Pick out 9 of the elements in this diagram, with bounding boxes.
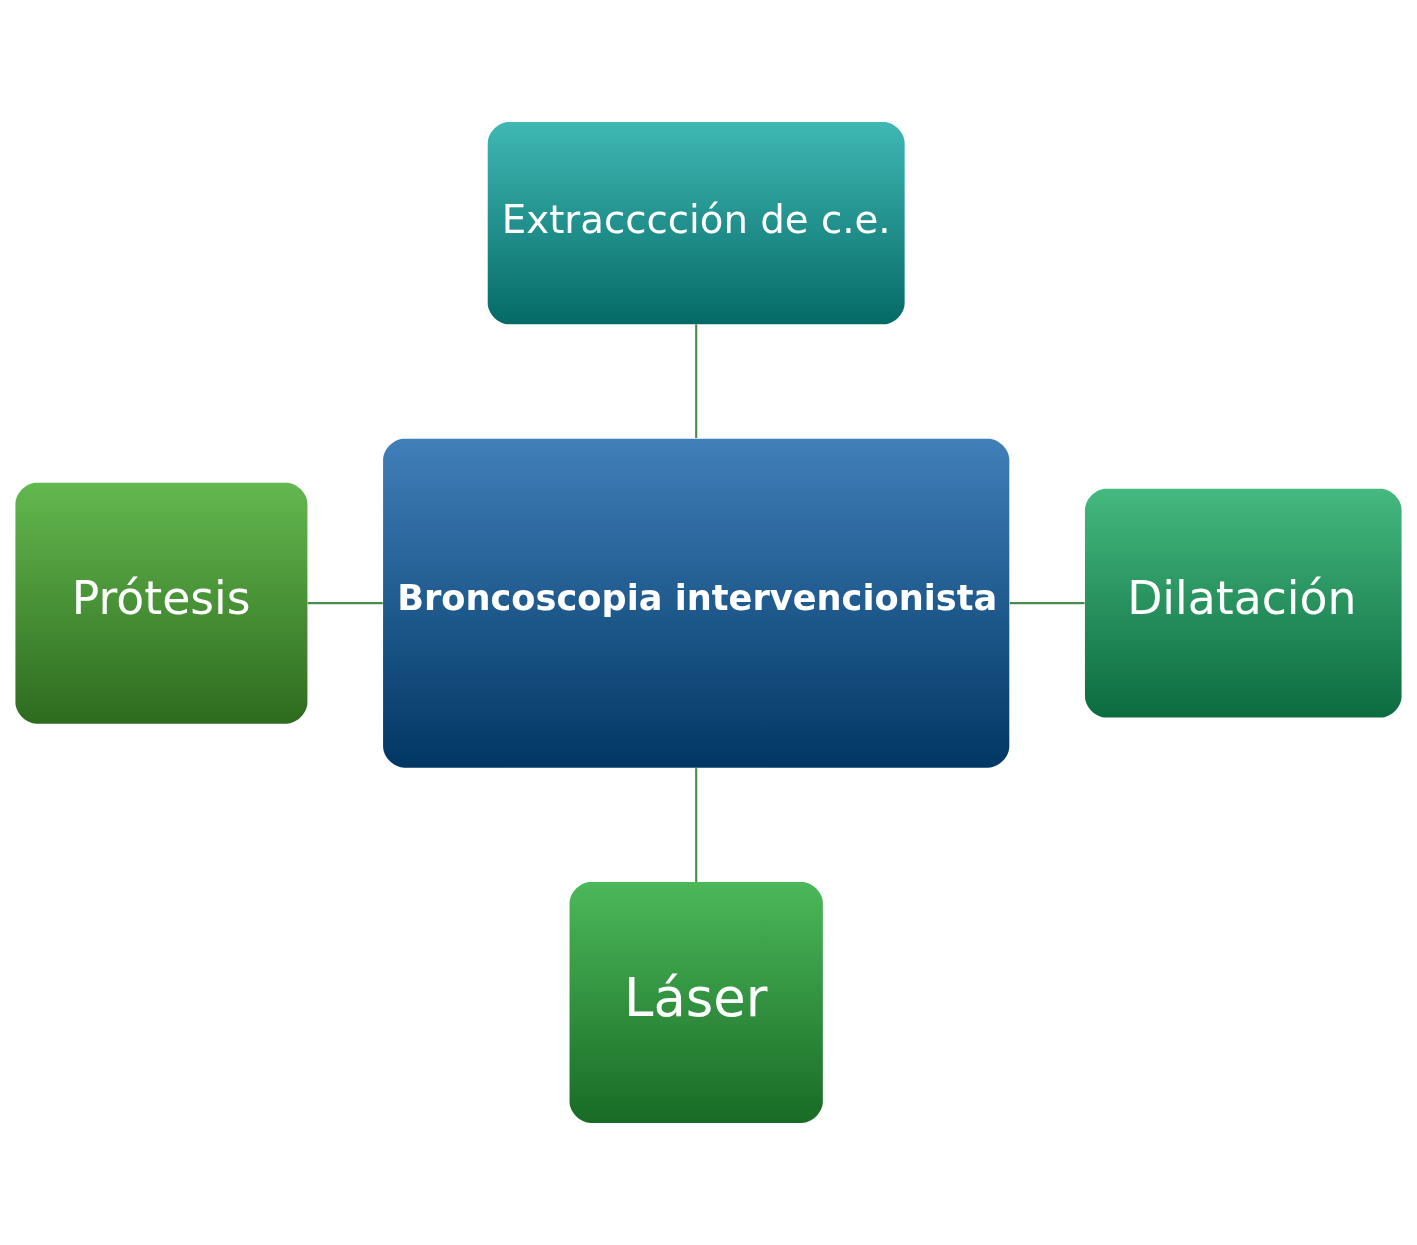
- node-box: Extracccción de c.e.: [487, 122, 905, 325]
- node-box: Dilatación: [1084, 488, 1402, 718]
- node-box: Broncoscopia intervencionista: [383, 438, 1010, 768]
- connector: [695, 768, 698, 882]
- connector: [1009, 602, 1085, 605]
- connector: [307, 602, 383, 605]
- connector: [695, 324, 698, 438]
- node-box: Prótesis: [15, 482, 308, 724]
- node-box: Láser: [569, 881, 823, 1123]
